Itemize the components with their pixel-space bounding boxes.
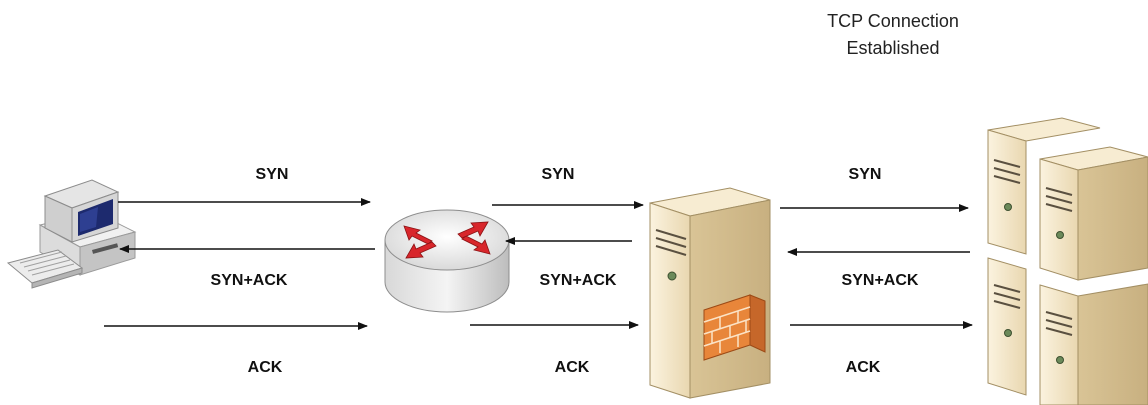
label-ack-2: ACK [555,359,590,376]
label-syn-2: SYN [542,166,575,183]
brick-wall-icon [703,294,766,361]
label-syn-ack-1: SYN+ACK [211,272,288,289]
router-icon [384,209,510,313]
label-syn-3: SYN [849,166,882,183]
computer-icon [6,179,137,289]
title-line-2: Established [846,38,939,58]
label-syn-ack-2: SYN+ACK [540,272,617,289]
label-ack-1: ACK [248,359,283,376]
firewall-server-icon [649,187,771,399]
title-line-1: TCP Connection [827,11,959,31]
server-cluster-icon [987,117,1148,405]
label-syn-1: SYN [256,166,289,183]
label-syn-ack-3: SYN+ACK [842,272,919,289]
label-ack-3: ACK [846,359,881,376]
